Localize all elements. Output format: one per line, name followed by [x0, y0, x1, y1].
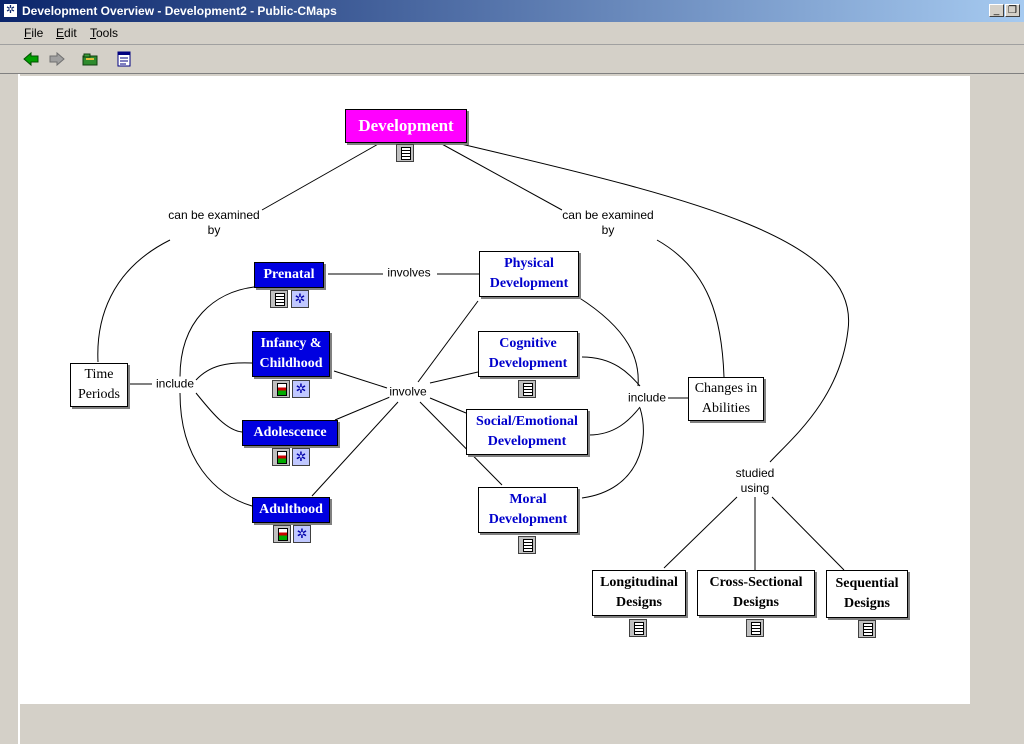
- concept-adolescence[interactable]: Adolescence: [242, 420, 338, 446]
- cmap-app-icon: ✲: [3, 3, 18, 18]
- link-line: [419, 401, 503, 486]
- concept-longitudinal-designs[interactable]: Longitudinal Designs: [592, 570, 686, 616]
- window-title: Development Overview - Development2 - Pu…: [22, 4, 337, 18]
- link-line: [656, 239, 725, 378]
- link-label-examined-left: can be examined by: [168, 208, 260, 238]
- link-line: [429, 371, 479, 384]
- link-line: [334, 396, 391, 421]
- menu-file[interactable]: File: [24, 26, 44, 40]
- link-line: [581, 356, 641, 387]
- link-line: [97, 239, 171, 363]
- link-line: [417, 300, 479, 383]
- link-label-include-right: include: [627, 390, 667, 406]
- menu-bar: File Edit Tools: [0, 22, 1024, 45]
- image-document-icon[interactable]: [272, 380, 290, 398]
- document-icon[interactable]: [629, 619, 647, 637]
- link-label-involves: involves: [387, 265, 431, 281]
- concept-cross-sectional-designs[interactable]: Cross-Sectional Designs: [697, 570, 815, 616]
- link-line: [179, 286, 255, 378]
- concept-time-periods[interactable]: Time Periods: [70, 363, 128, 407]
- minimize-button[interactable]: _: [989, 4, 1004, 17]
- concept-changes-in-abilities[interactable]: Changes in Abilities: [688, 377, 764, 421]
- open-folder-icon[interactable]: [82, 51, 98, 67]
- concept-infancy-childhood[interactable]: Infancy & Childhood: [252, 331, 330, 377]
- link-line: [311, 401, 399, 497]
- menu-edit[interactable]: Edit: [56, 26, 77, 40]
- concept-adulthood[interactable]: Adulthood: [252, 497, 330, 523]
- concept-map-icon[interactable]: [291, 290, 309, 308]
- link-label-include-left: include: [155, 376, 195, 392]
- canvas-left-border: [18, 74, 20, 744]
- document-icon[interactable]: [270, 290, 288, 308]
- link-line: [663, 496, 738, 569]
- concept-map-icon[interactable]: [292, 448, 310, 466]
- restore-button[interactable]: ❐: [1005, 4, 1020, 17]
- link-line: [261, 142, 381, 211]
- concept-cognitive-development[interactable]: Cognitive Development: [478, 331, 578, 377]
- back-arrow-icon[interactable]: [23, 51, 39, 67]
- document-icon[interactable]: [518, 536, 536, 554]
- document-icon[interactable]: [858, 620, 876, 638]
- concept-moral-development[interactable]: Moral Development: [478, 487, 578, 533]
- concept-development[interactable]: Development: [345, 109, 467, 143]
- link-label-examined-right: can be examined by: [562, 208, 654, 238]
- link-line: [439, 142, 563, 211]
- link-line: [577, 296, 639, 387]
- document-icon[interactable]: [518, 380, 536, 398]
- link-label-involve: involve: [389, 384, 427, 400]
- status-bar: [20, 704, 1024, 744]
- document-icon[interactable]: [746, 619, 764, 637]
- link-line: [195, 392, 243, 433]
- toolbar: [0, 45, 1024, 74]
- concept-map-icon[interactable]: [292, 380, 310, 398]
- link-line: [179, 392, 253, 507]
- menu-tools[interactable]: Tools: [90, 26, 119, 40]
- image-document-icon[interactable]: [272, 448, 290, 466]
- document-icon[interactable]: [396, 144, 414, 162]
- link-line: [429, 397, 467, 414]
- link-line: [581, 407, 644, 499]
- concept-physical-development[interactable]: Physical Development: [479, 251, 579, 297]
- link-label-studied-using: studied using: [735, 466, 775, 496]
- concept-prenatal[interactable]: Prenatal: [254, 262, 324, 288]
- link-line: [771, 496, 845, 571]
- image-document-icon[interactable]: [273, 525, 291, 543]
- concept-social-emotional-development[interactable]: Social/Emotional Development: [466, 409, 588, 455]
- link-line: [460, 143, 850, 463]
- list-view-icon[interactable]: [116, 51, 132, 67]
- link-line: [195, 362, 253, 381]
- concept-map-icon[interactable]: [293, 525, 311, 543]
- forward-arrow-icon[interactable]: [49, 51, 65, 67]
- concept-sequential-designs[interactable]: Sequential Designs: [826, 570, 908, 618]
- link-line: [588, 406, 641, 436]
- link-line: [333, 370, 388, 389]
- title-bar: ✲ Development Overview - Development2 - …: [0, 0, 1024, 22]
